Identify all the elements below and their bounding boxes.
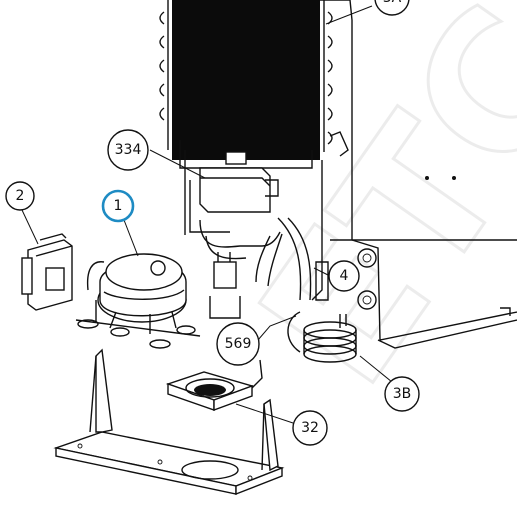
- callout-32[interactable]: 32: [292, 410, 328, 446]
- callout-4[interactable]: 4: [328, 260, 360, 292]
- condenser-coil: [159, 0, 349, 169]
- callout-2[interactable]: 2: [5, 181, 35, 211]
- callout-label: 3B: [393, 386, 412, 402]
- callout-label: 3A: [383, 0, 402, 6]
- condenser-fan: [165, 359, 263, 412]
- thermostat-box: [184, 150, 279, 235]
- callout-569[interactable]: 569: [216, 322, 260, 366]
- callout-3a[interactable]: 3A: [374, 0, 410, 16]
- callout-3b[interactable]: 3B: [384, 376, 420, 412]
- callout-1[interactable]: 1: [101, 189, 135, 223]
- compressor: [75, 253, 201, 349]
- mounting-bracket: [53, 348, 285, 496]
- evaporation-coil: [287, 311, 357, 363]
- callout-label: 32: [301, 420, 319, 436]
- start-relay: [21, 233, 73, 311]
- cabinet-panel: [320, 0, 517, 349]
- leader-lines: [21, 5, 393, 425]
- callout-334[interactable]: 334: [107, 129, 149, 171]
- callout-label: 334: [115, 142, 142, 158]
- callout-label: 4: [340, 268, 349, 284]
- callout-label: 2: [16, 188, 25, 204]
- piping: [199, 160, 329, 319]
- callout-label: 569: [225, 336, 252, 352]
- callout-label: 1: [114, 198, 123, 214]
